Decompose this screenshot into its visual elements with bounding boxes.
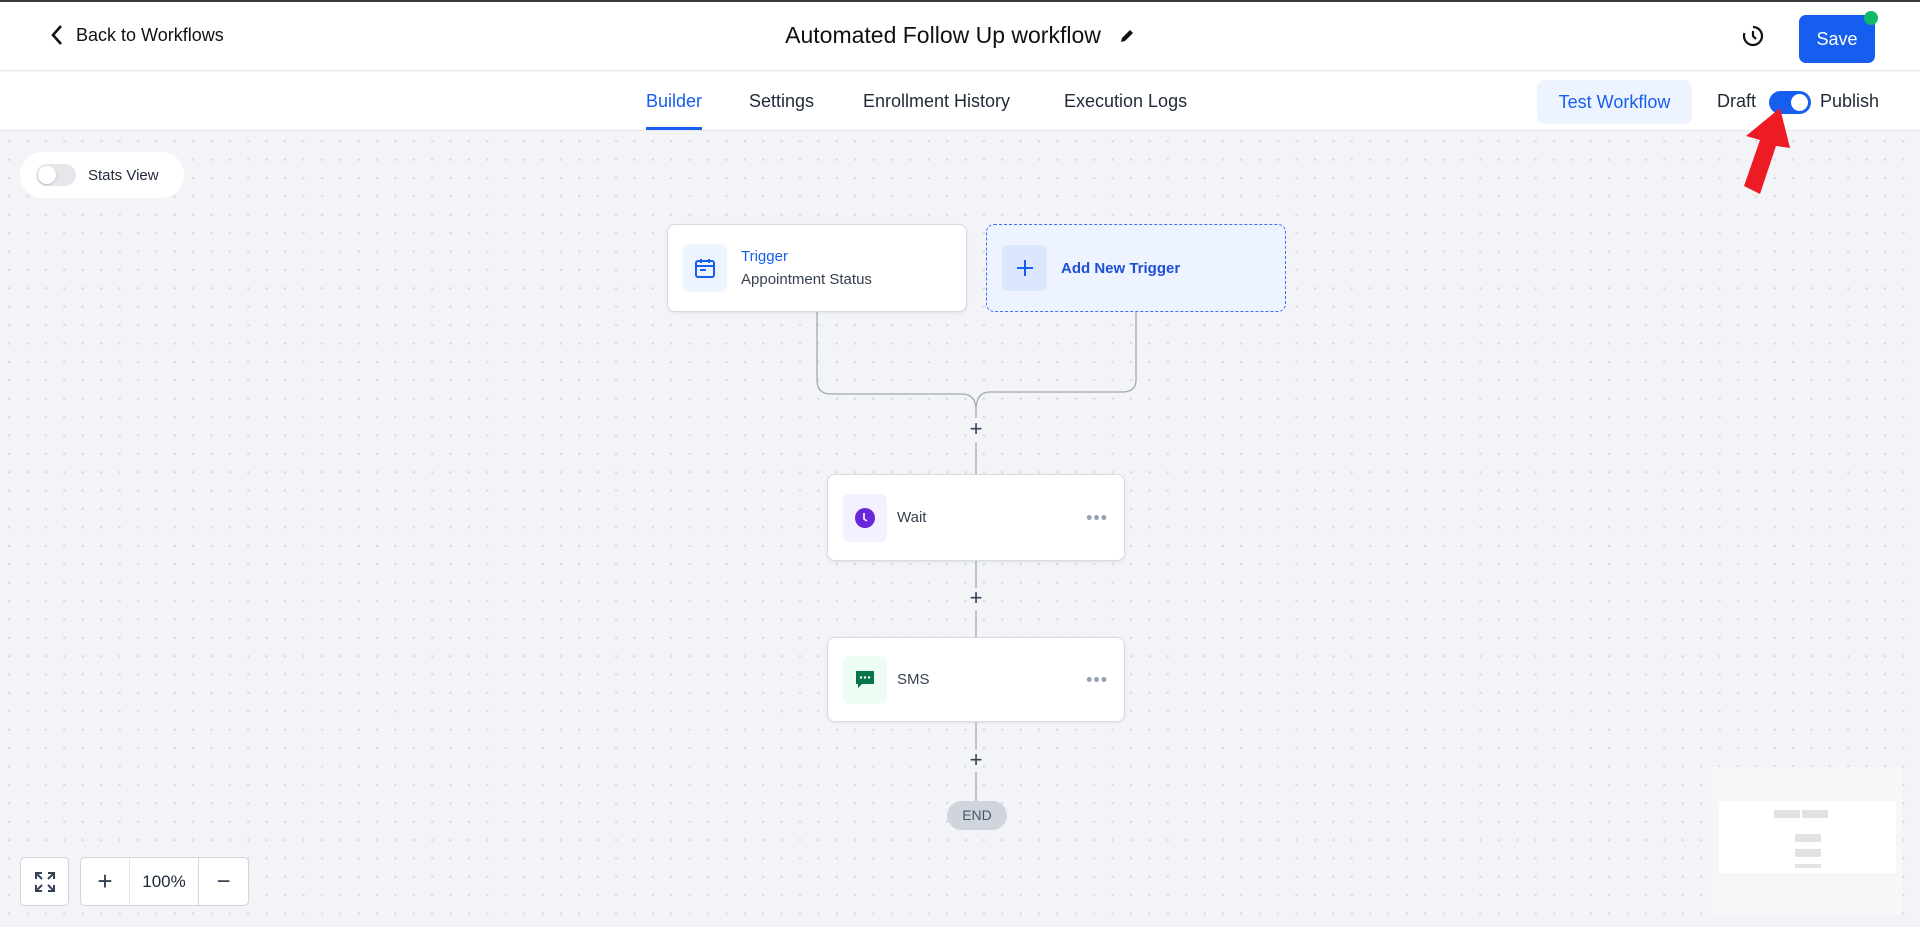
tab-enrollment-history[interactable]: Enrollment History <box>863 91 1011 111</box>
expand-icon <box>34 871 55 892</box>
more-options-icon[interactable]: ••• <box>1086 507 1108 527</box>
more-options-icon[interactable]: ••• <box>1086 669 1108 689</box>
workflow-title-text: Automated Follow Up workflow <box>785 22 1101 48</box>
chevron-left-icon <box>51 25 62 45</box>
red-annotation-arrow <box>1744 108 1790 194</box>
edit-pencil-icon[interactable] <box>1119 23 1135 50</box>
save-button[interactable]: Save <box>1799 15 1875 63</box>
add-step-plus-icon[interactable]: + <box>969 585 983 610</box>
clock-icon <box>843 493 887 542</box>
tab-execution-logs[interactable]: Execution Logs <box>1064 91 1188 111</box>
back-to-workflows-link[interactable]: Back to Workflows <box>50 24 224 46</box>
publish-label: Publish <box>1820 91 1880 111</box>
stats-view-label: Stats View <box>88 166 159 184</box>
stats-view-toggle[interactable]: Stats View <box>20 152 184 198</box>
calendar-icon <box>683 244 727 292</box>
end-node: END <box>947 801 1007 830</box>
action-card-wait[interactable]: Wait ••• <box>827 474 1125 561</box>
chat-icon <box>843 655 887 704</box>
plus-icon <box>1002 245 1047 291</box>
add-new-trigger-label: Add New Trigger <box>1061 259 1181 277</box>
minimap-viewport[interactable] <box>1719 801 1896 873</box>
action-label: SMS <box>897 671 930 688</box>
tab-settings[interactable]: Settings <box>749 91 815 111</box>
workflow-title: Automated Follow Up workflow <box>0 22 1920 50</box>
draft-label: Draft <box>1717 91 1757 111</box>
zoom-out-button[interactable]: − <box>216 867 231 895</box>
add-step-plus-icon[interactable]: + <box>969 747 983 772</box>
trigger-title: Trigger <box>741 248 788 265</box>
fit-to-screen-button[interactable] <box>20 857 69 906</box>
trigger-subtitle: Appointment Status <box>741 271 872 288</box>
version-history-icon[interactable] <box>1741 24 1765 53</box>
action-card-sms[interactable]: SMS ••• <box>827 637 1125 722</box>
unsaved-indicator-dot <box>1864 11 1878 25</box>
window-top-border <box>0 0 1920 2</box>
minimap[interactable] <box>1712 767 1902 915</box>
add-new-trigger-button[interactable]: Add New Trigger <box>986 224 1286 312</box>
tab-builder[interactable]: Builder <box>646 72 703 130</box>
stats-view-switch[interactable] <box>36 164 76 186</box>
back-label: Back to Workflows <box>76 24 224 45</box>
action-label: Wait <box>897 509 927 526</box>
trigger-card[interactable]: Trigger Appointment Status <box>667 224 967 312</box>
header: Back to Workflows Automated Follow Up wo… <box>0 2 1920 71</box>
zoom-level: 100% <box>129 858 199 905</box>
publish-toggle[interactable] <box>1769 91 1811 114</box>
zoom-controls: + 100% − <box>80 857 249 906</box>
test-workflow-button[interactable]: Test Workflow <box>1537 80 1692 124</box>
tab-bar: Builder Settings Enrollment History Exec… <box>0 72 1920 131</box>
add-step-plus-icon[interactable]: + <box>969 416 983 441</box>
zoom-in-button[interactable]: + <box>97 866 113 896</box>
